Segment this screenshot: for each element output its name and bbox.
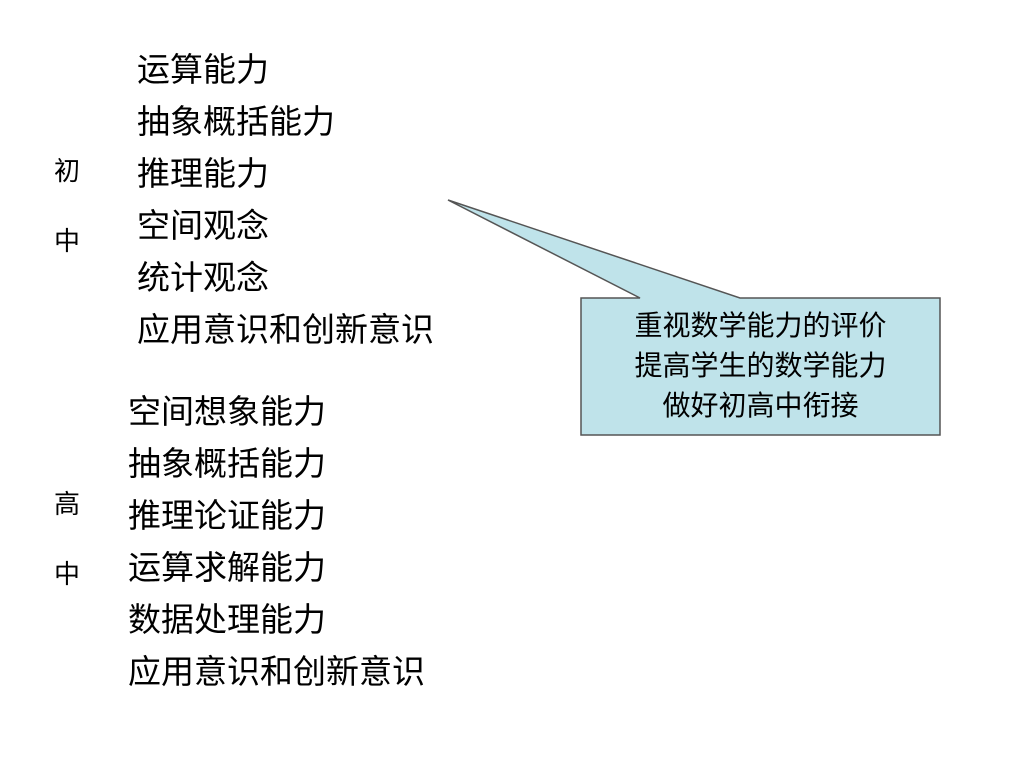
senior-label-top: 高 (54, 490, 81, 520)
callout-box: 重视数学能力的评价 提高学生的数学能力 做好初高中衔接 (581, 298, 940, 435)
list-item: 空间观念 (137, 206, 269, 245)
callout-outline (447, 199, 941, 436)
list-item: 空间想象能力 (128, 392, 326, 431)
list-item: 应用意识和创新意识 (137, 310, 434, 349)
list-item: 数据处理能力 (128, 600, 326, 639)
senior-label-bottom: 中 (54, 560, 81, 590)
junior-ability-list: 运算能力 抽象概括能力 推理能力 空间观念 统计观念 应用意识和创新意识 (137, 44, 434, 356)
list-item: 运算能力 (137, 50, 269, 89)
list-item: 运算求解能力 (128, 548, 326, 587)
list-item: 抽象概括能力 (137, 102, 335, 141)
list-item: 应用意识和创新意识 (128, 652, 425, 691)
callout-line: 做好初高中衔接 (662, 389, 859, 422)
junior-label-bottom: 中 (54, 227, 81, 257)
callout-line: 重视数学能力的评价 (634, 309, 887, 342)
list-item: 推理论证能力 (128, 496, 326, 535)
senior-ability-list: 空间想象能力 抽象概括能力 推理论证能力 运算求解能力 数据处理能力 应用意识和… (128, 386, 425, 698)
list-item: 推理能力 (137, 154, 269, 193)
junior-label-top: 初 (54, 157, 81, 187)
list-item: 抽象概括能力 (128, 444, 326, 483)
list-item: 统计观念 (137, 258, 269, 297)
callout-pointer (448, 200, 940, 435)
callout-line: 提高学生的数学能力 (634, 349, 887, 382)
